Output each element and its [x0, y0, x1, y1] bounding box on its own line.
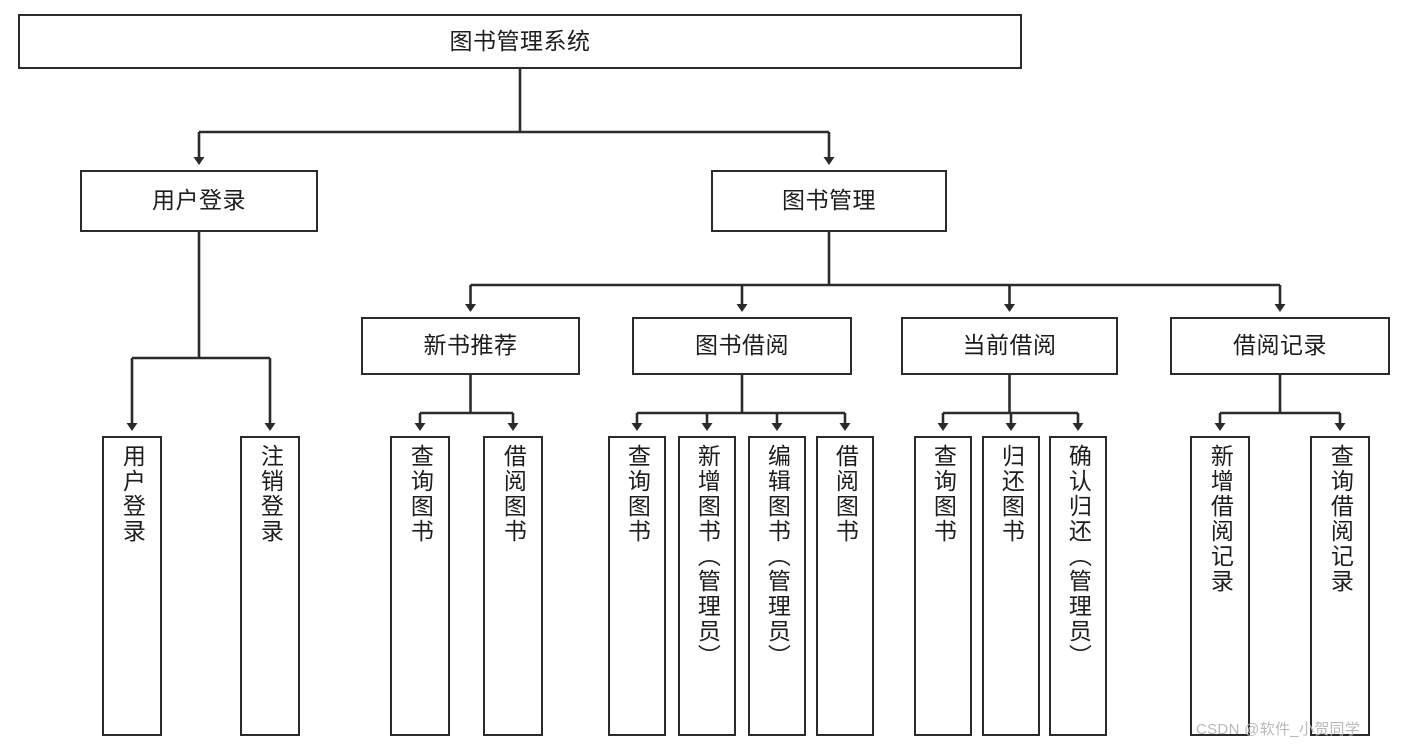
node-leaf-add-record-label: 新增借阅记录: [1207, 444, 1234, 594]
node-leaf-edit-book-label: 编辑图书（管理员）: [764, 444, 791, 669]
node-borrow-record-label: 借阅记录: [1233, 332, 1327, 359]
node-leaf-borrow-book-2: 借阅图书: [816, 436, 874, 736]
node-leaf-logout-label: 注销登录: [257, 444, 284, 544]
node-current-borrow: 当前借阅: [901, 317, 1118, 375]
node-leaf-confirm-return-label: 确认归还（管理员）: [1065, 444, 1092, 669]
node-root: 图书管理系统: [18, 14, 1022, 69]
node-leaf-return-book: 归还图书: [982, 436, 1040, 736]
node-leaf-add-book: 新增图书（管理员）: [678, 436, 736, 736]
node-leaf-borrow-book-1-label: 借阅图书: [500, 444, 527, 544]
node-leaf-query-record-label: 查询借阅记录: [1327, 444, 1354, 594]
node-leaf-query-book-1-label: 查询图书: [407, 444, 434, 544]
node-user-login: 用户登录: [80, 170, 318, 232]
node-leaf-query-book-3: 查询图书: [914, 436, 972, 736]
node-leaf-user-login: 用户登录: [102, 436, 162, 736]
csdn-watermark: CSDN @软件_小贺同学: [1196, 721, 1361, 738]
node-leaf-query-book-2-label: 查询图书: [624, 444, 651, 544]
node-book-borrow: 图书借阅: [632, 317, 852, 375]
node-root-label: 图书管理系统: [449, 27, 591, 54]
node-leaf-query-book-1: 查询图书: [390, 436, 450, 736]
node-leaf-logout: 注销登录: [240, 436, 300, 736]
node-leaf-borrow-book-1: 借阅图书: [483, 436, 543, 736]
node-leaf-query-record: 查询借阅记录: [1310, 436, 1370, 736]
node-leaf-edit-book: 编辑图书（管理员）: [748, 436, 806, 736]
node-leaf-add-book-label: 新增图书（管理员）: [694, 444, 721, 669]
node-new-book-rec-label: 新书推荐: [423, 332, 518, 359]
node-leaf-confirm-return: 确认归还（管理员）: [1049, 436, 1107, 736]
node-leaf-add-record: 新增借阅记录: [1190, 436, 1250, 736]
node-borrow-record: 借阅记录: [1170, 317, 1390, 375]
node-new-book-rec: 新书推荐: [361, 317, 580, 375]
node-book-borrow-label: 图书借阅: [695, 332, 789, 359]
node-current-borrow-label: 当前借阅: [962, 332, 1057, 359]
node-leaf-borrow-book-2-label: 借阅图书: [832, 444, 859, 544]
node-leaf-query-book-2: 查询图书: [608, 436, 666, 736]
node-book-manage: 图书管理: [711, 170, 947, 232]
node-leaf-user-login-label: 用户登录: [119, 444, 146, 544]
node-user-login-label: 用户登录: [152, 187, 246, 214]
node-book-manage-label: 图书管理: [782, 187, 876, 214]
node-leaf-return-book-label: 归还图书: [998, 444, 1025, 544]
node-leaf-query-book-3-label: 查询图书: [930, 444, 957, 544]
